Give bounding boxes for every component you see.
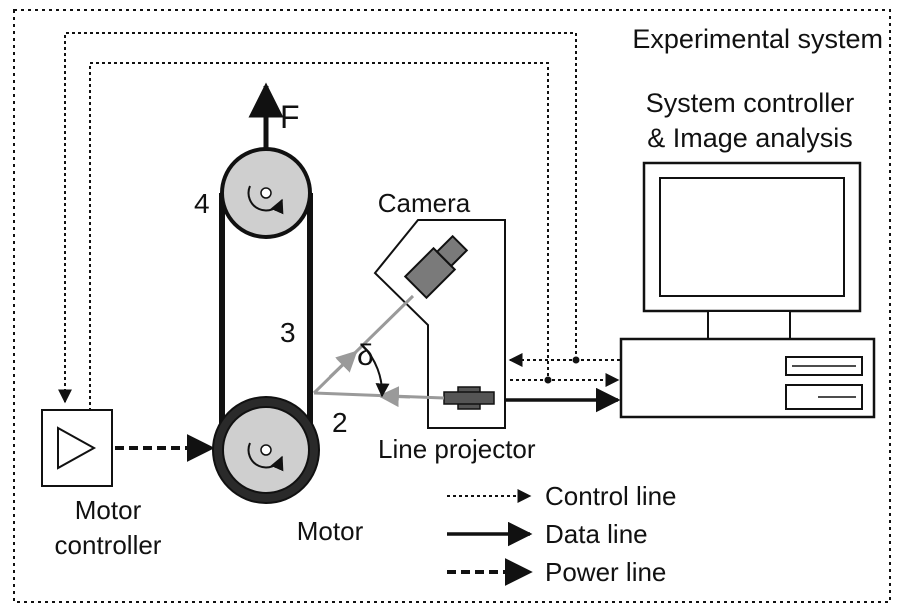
camera-icon bbox=[403, 234, 469, 300]
camera-housing bbox=[373, 219, 506, 429]
system-boundary bbox=[13, 9, 891, 603]
projection-beam-arrow bbox=[377, 386, 411, 408]
amplifier-icon bbox=[57, 426, 97, 470]
legend: Control line Data line Power line bbox=[447, 481, 677, 587]
motor-controller bbox=[41, 409, 113, 487]
control-line-inner bbox=[89, 62, 549, 410]
legend-data-line-label: Data line bbox=[545, 519, 648, 549]
control-junction-2 bbox=[544, 376, 552, 384]
label-4: 4 bbox=[194, 188, 210, 219]
system-controller-label-2: & Image analysis bbox=[647, 123, 853, 153]
computer-case bbox=[619, 337, 876, 419]
legend-power-line-label: Power line bbox=[545, 557, 666, 587]
motor-controller-label-1: Motor bbox=[75, 495, 142, 525]
rotation-arrow-icon bbox=[247, 185, 284, 215]
label-3: 3 bbox=[280, 317, 296, 348]
system-controller-label-1: System controller bbox=[646, 88, 855, 118]
angle-label: δ bbox=[357, 339, 374, 372]
legend-control-line-label: Control line bbox=[545, 481, 677, 511]
line-projector-label: Line projector bbox=[378, 434, 536, 464]
camera-label: Camera bbox=[378, 188, 471, 218]
motor-pulley bbox=[212, 396, 320, 504]
motor-label: Motor bbox=[297, 516, 364, 546]
rotation-arrow-icon bbox=[247, 442, 284, 472]
control-line-outer bbox=[58, 32, 577, 404]
control-junction-1 bbox=[572, 356, 580, 364]
system-title: Experimental system bbox=[632, 24, 883, 54]
force-label: F bbox=[280, 99, 300, 135]
motor-controller-label-2: controller bbox=[55, 530, 162, 560]
angle-arc bbox=[362, 345, 390, 398]
camera-view-arrow bbox=[328, 350, 358, 379]
label-2: 2 bbox=[332, 407, 348, 438]
computer-monitor bbox=[642, 161, 862, 340]
projection-beam bbox=[313, 391, 445, 400]
line-projector-icon bbox=[443, 386, 495, 410]
top-pulley bbox=[220, 147, 312, 239]
